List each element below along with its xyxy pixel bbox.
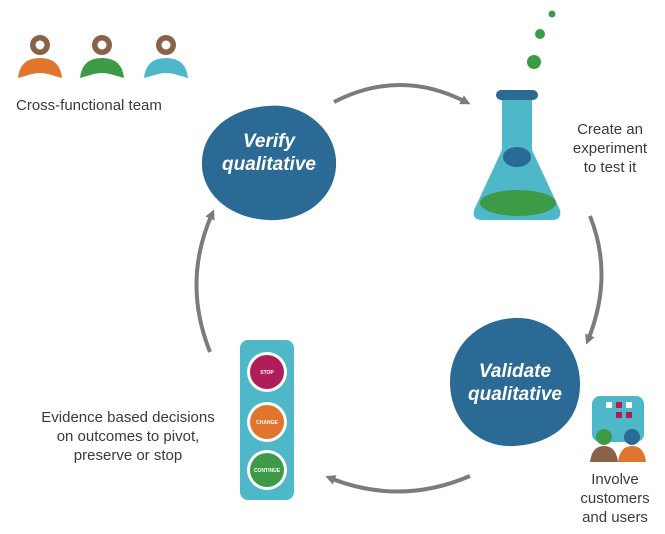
customers-line-1: Involve: [591, 471, 639, 488]
verify-circle: [201, 105, 337, 221]
experiment-line-1: Create an: [577, 121, 643, 138]
flask-icon: [473, 10, 561, 220]
validate-circle: [450, 317, 580, 447]
person-teal-icon: [144, 35, 188, 78]
chat-people-icon: [590, 396, 646, 462]
validate-title: Validate qualitative: [450, 360, 580, 406]
stop-light-label: STOP: [260, 370, 274, 376]
verify-line-1: Verify: [242, 131, 296, 152]
decisions-line-2: on outcomes to pivot,: [56, 428, 200, 445]
person-green-icon: [80, 35, 124, 78]
decisions-line-1: Evidence based decisions: [41, 409, 215, 426]
experiment-line-3: to test it: [583, 159, 637, 176]
decisions-line-3: preserve or stop: [73, 447, 183, 464]
validate-line-2: qualitative: [468, 384, 562, 405]
team-label: Cross-functional team: [16, 97, 162, 114]
arrow-to-validate: [585, 215, 604, 345]
person-orange-icon: [18, 35, 62, 78]
arrow-to-verify: [194, 209, 215, 353]
continue-light-label: CONTINUE: [254, 468, 281, 474]
customers-line-2: customers: [580, 490, 650, 507]
experiment-line-2: experiment: [572, 140, 648, 157]
decisions-label: Evidence based decisions on outcomes to …: [20, 408, 236, 465]
arrow-to-decisions: [325, 474, 471, 494]
team-icon: [18, 35, 188, 78]
traffic-light-icon: STOP CHANGE CONTINUE: [240, 340, 294, 500]
experiment-label: Create an experiment to test it: [560, 120, 660, 177]
validate-line-1: Validate: [478, 361, 552, 382]
arrow-to-experiment: [333, 83, 471, 105]
verify-title: Verify qualitative: [202, 130, 336, 176]
customers-line-3: and users: [582, 509, 648, 526]
verify-line-2: qualitative: [222, 154, 316, 175]
change-light-label: CHANGE: [256, 420, 278, 426]
customers-label: Involve customers and users: [572, 470, 658, 527]
